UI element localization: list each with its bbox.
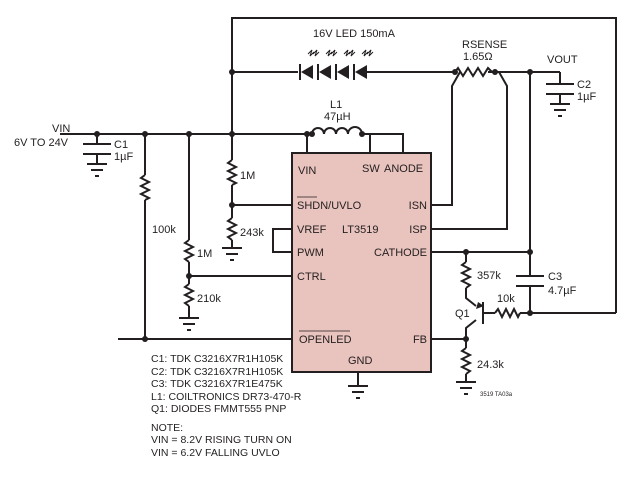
note-title: NOTE: <box>151 421 184 434</box>
resistor-rsense <box>454 66 495 78</box>
r-1m-uvlo-label: 1M <box>240 170 255 182</box>
r-1m-ctrl-label: 1M <box>197 248 212 260</box>
l1-label: L1 <box>330 99 342 111</box>
r-10k-label: 10k <box>497 293 515 305</box>
pin-ctrl: CTRL <box>297 271 326 283</box>
r-357k-label: 357k <box>477 270 501 282</box>
led-string <box>299 49 374 80</box>
capacitor-c1 <box>83 143 111 155</box>
bom-line: C3: TDK C3216X7R1E475K <box>151 378 283 390</box>
resistor-210k <box>182 283 196 307</box>
ic-name: LT3519 <box>342 224 379 236</box>
c1-value: 1µF <box>114 151 133 163</box>
pin-openled: OPENLED <box>299 334 352 346</box>
pin-vref: VREF <box>297 224 327 236</box>
figure-id: 3519 TA03a <box>480 392 513 398</box>
c1-label: C1 <box>114 139 128 151</box>
led-label: 16V LED 150mA <box>313 28 396 40</box>
transistor-q1 <box>476 302 484 324</box>
pin-anode: ANODE <box>384 163 423 175</box>
resistor-10k <box>494 306 521 320</box>
r-210k-label: 210k <box>197 293 221 305</box>
pin-gnd: GND <box>348 355 373 367</box>
bom-line: C2: TDK C3216X7R1H105K <box>151 365 284 378</box>
resistor-1m-uvlo <box>225 159 239 186</box>
note-line: VIN = 8.2V RISING TURN ON <box>151 434 292 446</box>
capacitor-c2 <box>546 83 574 95</box>
pin-pwm: PWM <box>297 247 324 259</box>
bom-line: Q1: DIODES FMMT555 PNP <box>151 403 287 415</box>
lt3519-ic <box>291 152 432 373</box>
led-icon <box>335 64 349 80</box>
pin-fb: FB <box>413 334 427 346</box>
pin-isn: ISN <box>409 200 427 212</box>
c3-label: C3 <box>548 271 562 283</box>
rsense-value: 1.65Ω <box>463 51 493 63</box>
c2-label: C2 <box>577 79 591 91</box>
bom-line: L1: COILTRONICS DR73-470-R <box>151 390 302 403</box>
junction-dots <box>94 69 533 342</box>
l1-value: 47µH <box>324 111 351 123</box>
resistors <box>138 66 521 375</box>
r-243k-label: 243k <box>240 227 264 239</box>
ground-icons <box>87 103 570 399</box>
led-icon <box>299 64 313 80</box>
pin-isp: ISP <box>409 224 427 236</box>
resistor-357k <box>459 261 473 289</box>
vin-range-label: 6V TO 24V <box>14 137 69 149</box>
capacitors <box>83 83 574 287</box>
resistor-1m-ctrl <box>182 239 196 263</box>
resistor-24k3 <box>459 347 473 375</box>
resistor-100k <box>138 174 152 201</box>
r-100k-label: 100k <box>152 224 176 236</box>
capacitor-c3 <box>516 275 544 287</box>
q1-label: Q1 <box>455 308 470 320</box>
resistor-243k <box>225 217 239 241</box>
notes-block: C1: TDK C3216X7R1H105K C2: TDK C3216X7R1… <box>151 353 301 459</box>
inductor-l1 <box>311 126 363 135</box>
c2-value: 1µF <box>577 91 596 103</box>
r-24k3-label: 24.3k <box>477 359 504 371</box>
pin-vin: VIN <box>298 165 316 177</box>
vout-label: VOUT <box>547 54 578 66</box>
led-icon <box>353 64 367 80</box>
led-icon <box>317 64 331 80</box>
rsense-label: RSENSE <box>462 39 507 51</box>
wires <box>60 17 617 386</box>
vin-label: VIN <box>52 123 70 135</box>
note-line: VIN = 6.2V FALLING UVLO <box>151 446 280 459</box>
pin-sw: SW <box>362 163 380 175</box>
pin-cathode: CATHODE <box>374 247 427 259</box>
c3-value: 4.7µF <box>548 285 577 297</box>
bom-line: C1: TDK C3216X7R1H105K <box>151 353 284 365</box>
pin-shdn-uvlo: SHDN/UVLO <box>297 200 362 212</box>
